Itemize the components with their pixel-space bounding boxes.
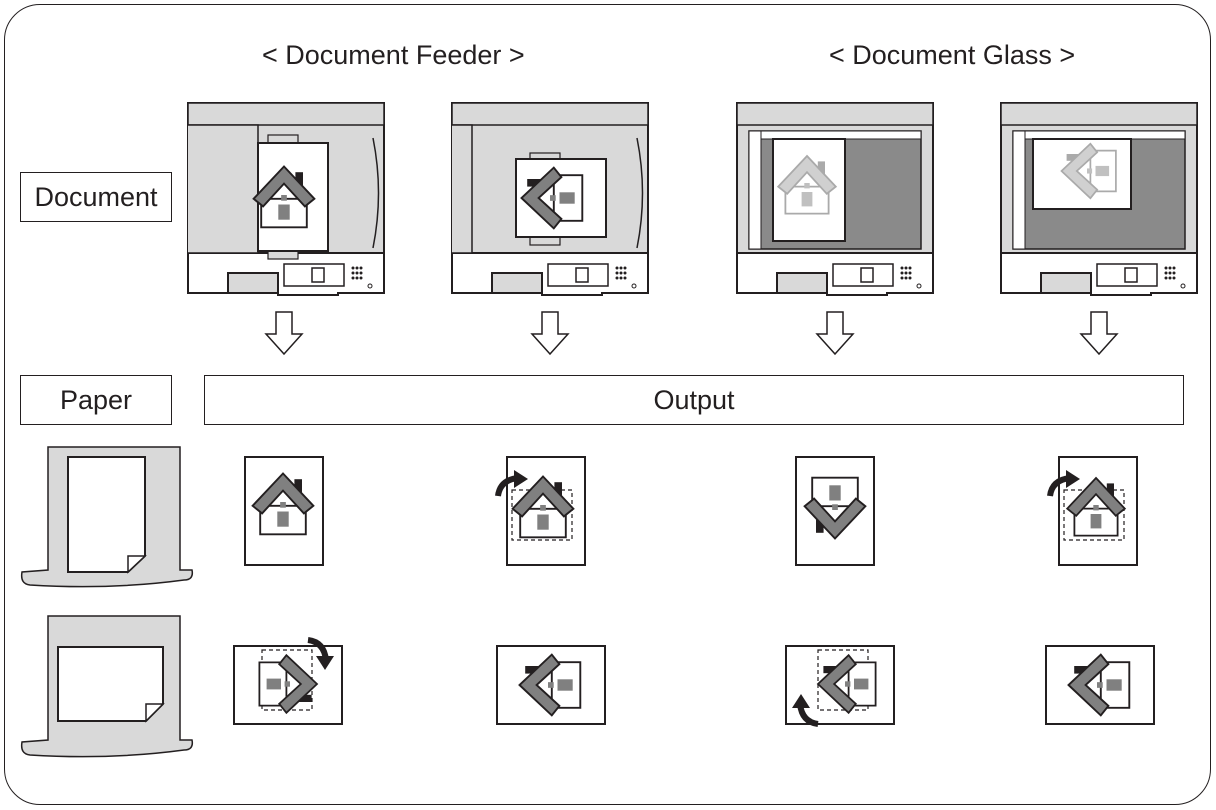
machine-glass-portrait <box>736 102 934 296</box>
output-glass-portrait-on-portrait <box>795 456 875 566</box>
output-feeder-landscape-on-landscape <box>496 645 606 725</box>
heading-document-feeder: < Document Feeder > <box>262 40 525 70</box>
diagram-frame <box>4 4 1211 805</box>
output-feeder-landscape-on-portrait <box>498 456 586 566</box>
machine-feeder-landscape <box>451 102 649 296</box>
paper-tray-portrait <box>20 446 194 588</box>
label-document: Document <box>20 172 172 222</box>
output-feeder-portrait-on-landscape <box>233 640 343 725</box>
down-arrow-icon <box>531 311 569 355</box>
heading-document-glass: < Document Glass > <box>829 40 1076 70</box>
label-output: Output <box>204 375 1184 425</box>
output-glass-landscape-on-landscape <box>1045 645 1155 725</box>
label-paper: Paper <box>20 375 172 425</box>
machine-feeder-portrait <box>187 102 385 296</box>
down-arrow-icon <box>1080 311 1118 355</box>
paper-tray-landscape <box>20 615 194 758</box>
down-arrow-icon <box>265 311 303 355</box>
output-glass-portrait-on-landscape <box>785 645 895 724</box>
down-arrow-icon <box>816 311 854 355</box>
output-feeder-portrait-on-portrait <box>244 456 324 566</box>
machine-glass-landscape <box>1000 102 1198 296</box>
output-glass-landscape-on-portrait <box>1050 456 1138 566</box>
